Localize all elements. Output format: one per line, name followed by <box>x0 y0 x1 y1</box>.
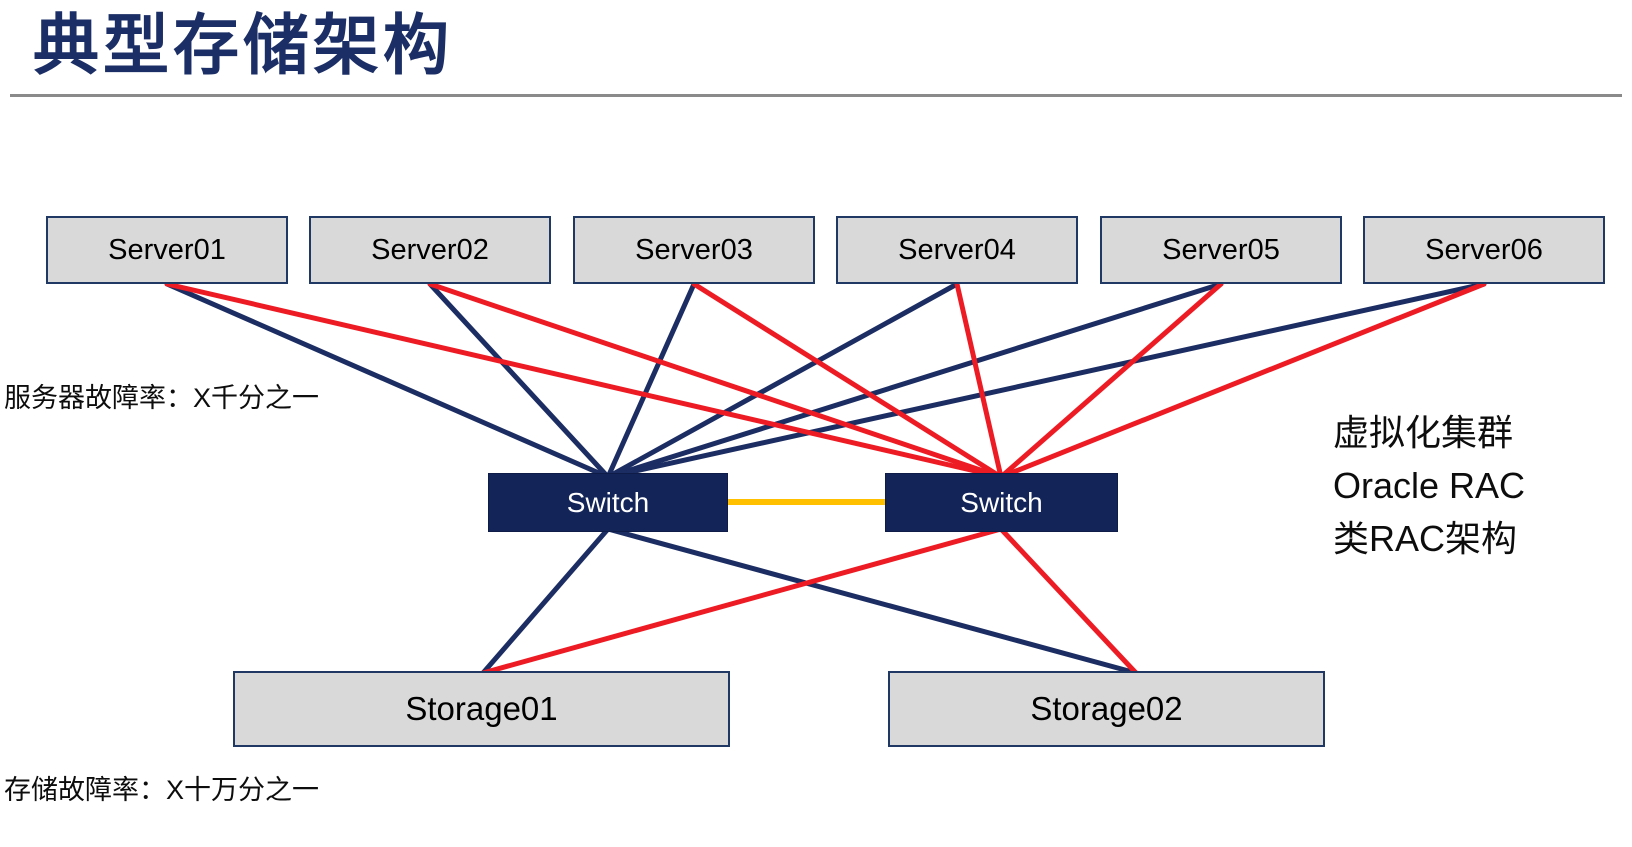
edge-server02-switch-b <box>427 281 1004 480</box>
edge-server06-switch-a <box>605 281 1487 480</box>
switch-a-node: Switch <box>488 473 728 532</box>
switch-b-node: Switch <box>885 473 1118 532</box>
storage02-node: Storage02 <box>888 671 1325 747</box>
edge-switch-b-storage02 <box>998 526 1139 676</box>
edge-server01-switch-a <box>164 281 611 480</box>
server02-node: Server02 <box>309 216 551 284</box>
page-title: 典型存储架构 <box>33 8 453 82</box>
edge-server05-switch-b <box>998 281 1224 480</box>
server03-node: Server03 <box>573 216 815 284</box>
server01-node: Server01 <box>46 216 288 284</box>
cluster-type-note: 虚拟化集群 Oracle RAC 类RAC架构 <box>1333 406 1525 565</box>
server-failure-rate-note: 服务器故障率：X千分之一 <box>4 383 320 413</box>
storage01-node: Storage01 <box>233 671 730 747</box>
edge-server03-switch-a <box>605 281 697 480</box>
edge-server05-switch-a <box>605 281 1224 480</box>
edge-server02-switch-a <box>427 281 611 480</box>
cluster-note-line: Oracle RAC <box>1333 465 1526 506</box>
server06-node: Server06 <box>1363 216 1605 284</box>
storage-failure-rate-note: 存储故障率：X十万分之一 <box>4 775 320 805</box>
edge-switch-b-storage01 <box>480 526 1004 676</box>
edge-server06-switch-b <box>998 281 1487 480</box>
server04-node: Server04 <box>836 216 1078 284</box>
edge-server03-switch-b <box>691 281 1004 480</box>
edge-server04-switch-a <box>605 281 960 480</box>
edge-server04-switch-b <box>954 281 1004 480</box>
edge-server01-switch-b <box>164 281 1004 480</box>
cluster-note-line: 虚拟化集群 <box>1333 412 1514 453</box>
cluster-note-line: 类RAC架构 <box>1333 518 1518 559</box>
server05-node: Server05 <box>1100 216 1342 284</box>
edge-switch-a-storage01 <box>480 526 611 676</box>
title-underline <box>10 94 1622 97</box>
edge-switch-a-storage02 <box>605 526 1139 676</box>
